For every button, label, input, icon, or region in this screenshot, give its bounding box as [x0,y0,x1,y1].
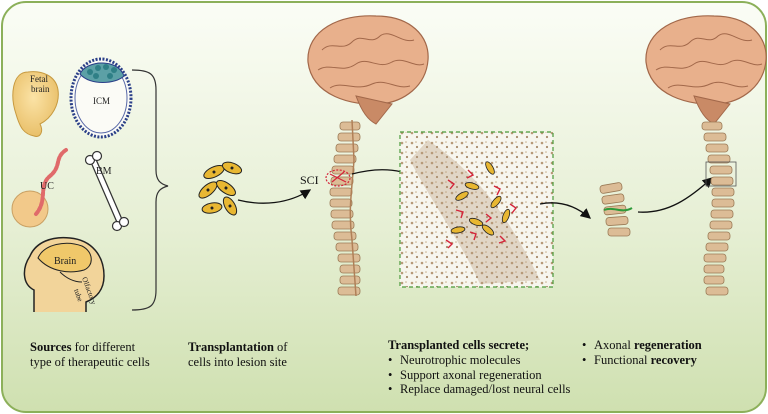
brain-label: Brain [54,256,76,267]
therapeutic-cells-cluster [198,161,243,216]
fetal-brain-label-2: brain [31,84,50,94]
outcomes-caption: Axonal regeneration Functional recovery [582,338,702,367]
head-illustration [23,236,105,312]
transplantation-caption: Transplantation of cells into lesion sit… [188,340,287,370]
secrete-item: Replace damaged/lost neural cells [388,382,570,397]
lesion-closeup [399,131,554,288]
secrete-caption: Transplanted cells secrete; Neurotrophic… [388,338,570,397]
sources-caption-bold: Sources [30,340,72,354]
sources-caption-rest: for different [71,340,136,354]
sources-brace [131,69,169,311]
transplantation-caption-bold: Transplantation [188,340,274,354]
brain-spine-injured [307,15,429,297]
repaired-spinal-segment [599,182,633,237]
secrete-title: Transplanted cells secrete; [388,338,530,352]
outcome-item: Axonal regeneration [582,338,702,353]
bone-marrow-illustration [84,150,130,232]
arrow-cells-to-spine [237,189,312,204]
uc-label: UC [40,181,54,192]
fetal-brain-label-1: Fetal [30,74,48,84]
fetal-brain-illustration [12,71,59,137]
secrete-list: Neurotrophic molecules Support axonal re… [388,353,570,397]
brain-spine-recovered [645,15,767,296]
healed-region-box [705,161,737,187]
arrow-lesion-to-repair [539,202,591,219]
arrow-repair-to-recovered [637,177,713,213]
olfactory-label-2: tube [72,288,85,304]
icm-label: ICM [93,96,110,106]
sources-caption: Sources for different type of therapeuti… [30,340,150,370]
umbilical-cord-illustration [11,148,68,228]
lesion-site-marker [325,169,351,187]
bm-label: BM [96,166,112,177]
sources-caption-line2: type of therapeutic cells [30,355,150,369]
transplantation-caption-line2: cells into lesion site [188,355,287,369]
secrete-item: Neurotrophic molecules [388,353,570,368]
outcome-item: Functional recovery [582,353,702,368]
outcomes-list: Axonal regeneration Functional recovery [582,338,702,367]
transplantation-caption-rest: of [273,340,288,354]
sci-label: SCI [300,173,319,187]
blastocyst-illustration [69,57,133,139]
secrete-item: Support axonal regeneration [388,368,570,383]
